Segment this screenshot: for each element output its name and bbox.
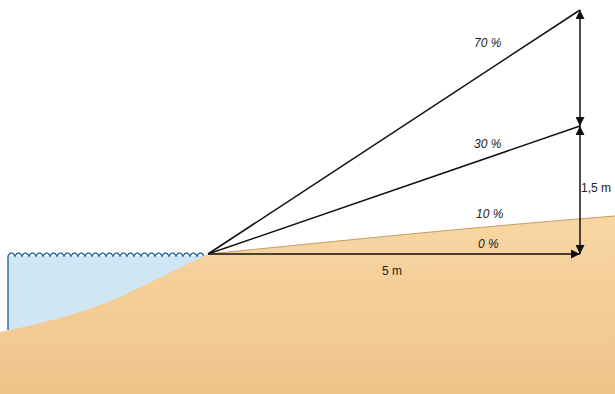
horizontal-line xyxy=(208,253,580,255)
slope-label: 0 % xyxy=(478,237,499,251)
height-arrow xyxy=(579,126,581,254)
dimension-label: 1,5 m xyxy=(581,181,611,195)
slope-line-30 xyxy=(208,126,580,254)
height-arrow xyxy=(579,10,581,126)
wave-line xyxy=(8,253,204,256)
slope-label: 70 % xyxy=(474,36,501,50)
water-edge xyxy=(7,256,9,330)
slope-label: 10 % xyxy=(476,207,503,221)
slope-line-70 xyxy=(208,10,580,254)
ground-surface xyxy=(208,216,615,254)
ground xyxy=(0,216,615,394)
dimension-label: 5 m xyxy=(382,264,402,278)
water-surface xyxy=(8,253,204,256)
slope-label: 30 % xyxy=(474,137,501,151)
